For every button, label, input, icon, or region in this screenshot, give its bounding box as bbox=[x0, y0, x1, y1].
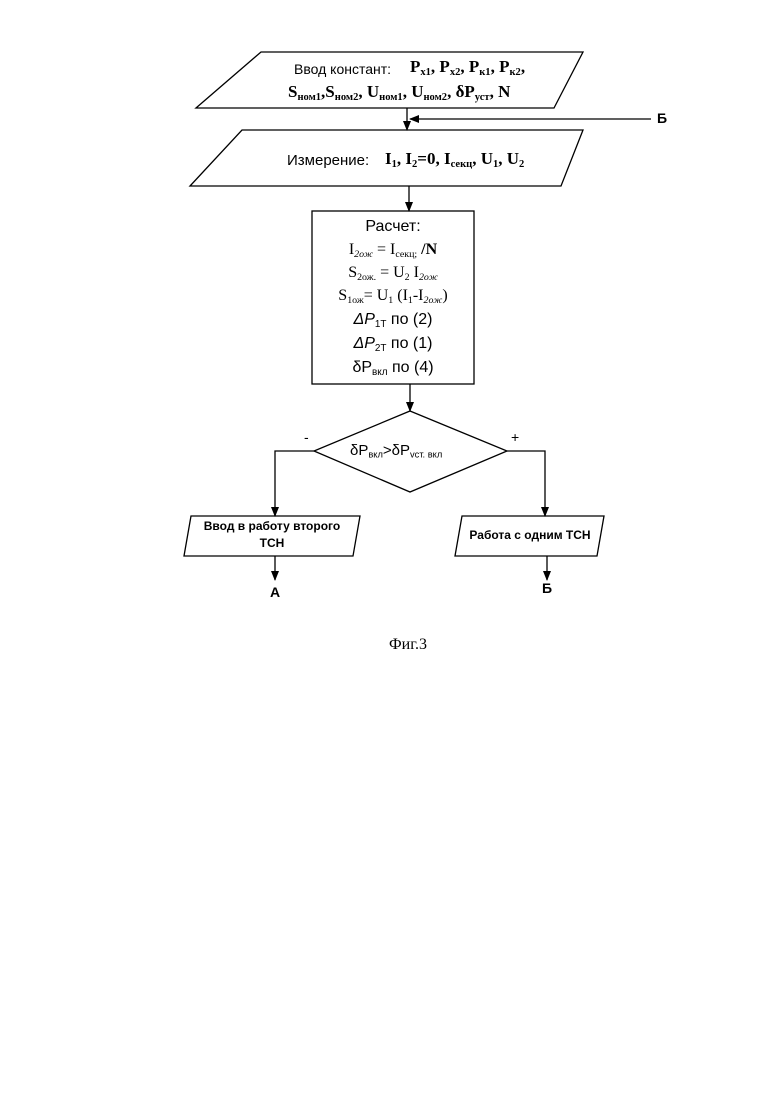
left-exit-label: А bbox=[270, 585, 280, 599]
decision-minus-label: - bbox=[304, 430, 309, 444]
calc-line-1: I2ож = Iсекц; /N bbox=[312, 241, 474, 259]
left-output-line2: ТСН bbox=[187, 537, 357, 549]
measure-label: Измерение: bbox=[287, 153, 369, 168]
calc-line-2: S2ож. = U2 I2ож bbox=[312, 264, 474, 282]
calc-line-4: ΔP1Т по (2) bbox=[312, 311, 474, 329]
calc-line-6: δPвкл по (4) bbox=[312, 359, 474, 377]
right-output-label: Работа с одним ТСН bbox=[459, 529, 601, 541]
decision-plus-label: + bbox=[511, 430, 519, 444]
figure-caption: Фиг.3 bbox=[389, 637, 427, 653]
arrow-decision-minus bbox=[275, 451, 314, 516]
arrow-decision-plus bbox=[507, 451, 545, 516]
right-exit-label: Б bbox=[542, 581, 552, 595]
input-constants-line1: Px1, Px2, Pк1, Pк2, bbox=[410, 58, 525, 75]
decision-condition: δPвкл>δPvст. вкл bbox=[350, 443, 442, 458]
calc-line-3: S1ож= U1 (I1-I2ож) bbox=[312, 287, 474, 305]
left-output-line1: Ввод в работу второго bbox=[187, 520, 357, 532]
calc-line-5: ΔP2Т по (1) bbox=[312, 335, 474, 353]
input-constants-line2: Sном1,Sном2, Uном1, Uном2, δPуст, N bbox=[288, 83, 510, 100]
loop-label-b: Б bbox=[657, 111, 667, 125]
measure-values: I1, I2=0, Iсекц, U1, U2 bbox=[385, 150, 524, 167]
input-label: Ввод констант: bbox=[294, 62, 391, 76]
calc-title: Расчет: bbox=[312, 218, 474, 236]
